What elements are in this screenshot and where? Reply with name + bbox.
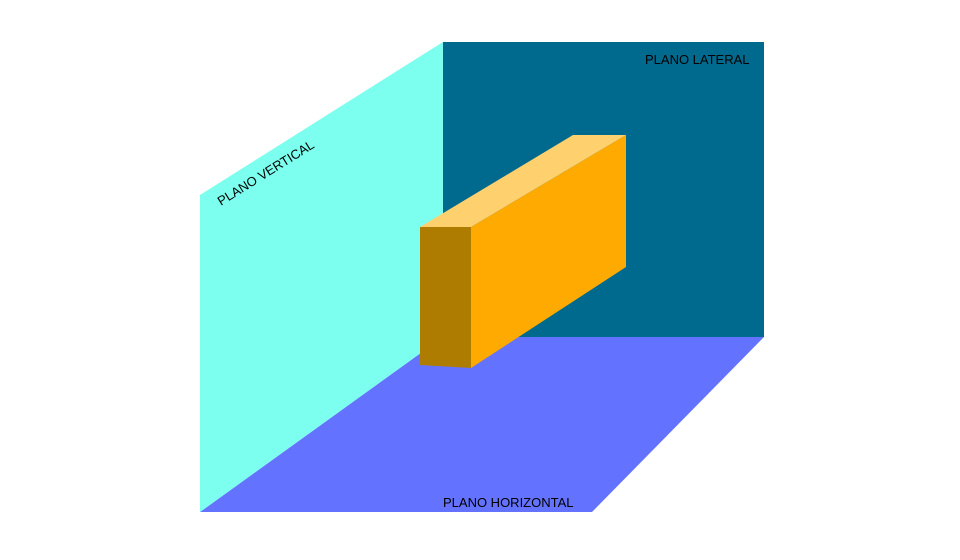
block-side-face [420, 227, 471, 368]
plane-horizontal-label: PLANO HORIZONTAL [443, 495, 574, 510]
block-top-face [420, 135, 626, 227]
plane-lateral-label: PLANO LATERAL [645, 52, 750, 67]
block-front-face [471, 135, 626, 368]
plane-vertical [200, 42, 443, 512]
plane-horizontal [200, 337, 764, 512]
